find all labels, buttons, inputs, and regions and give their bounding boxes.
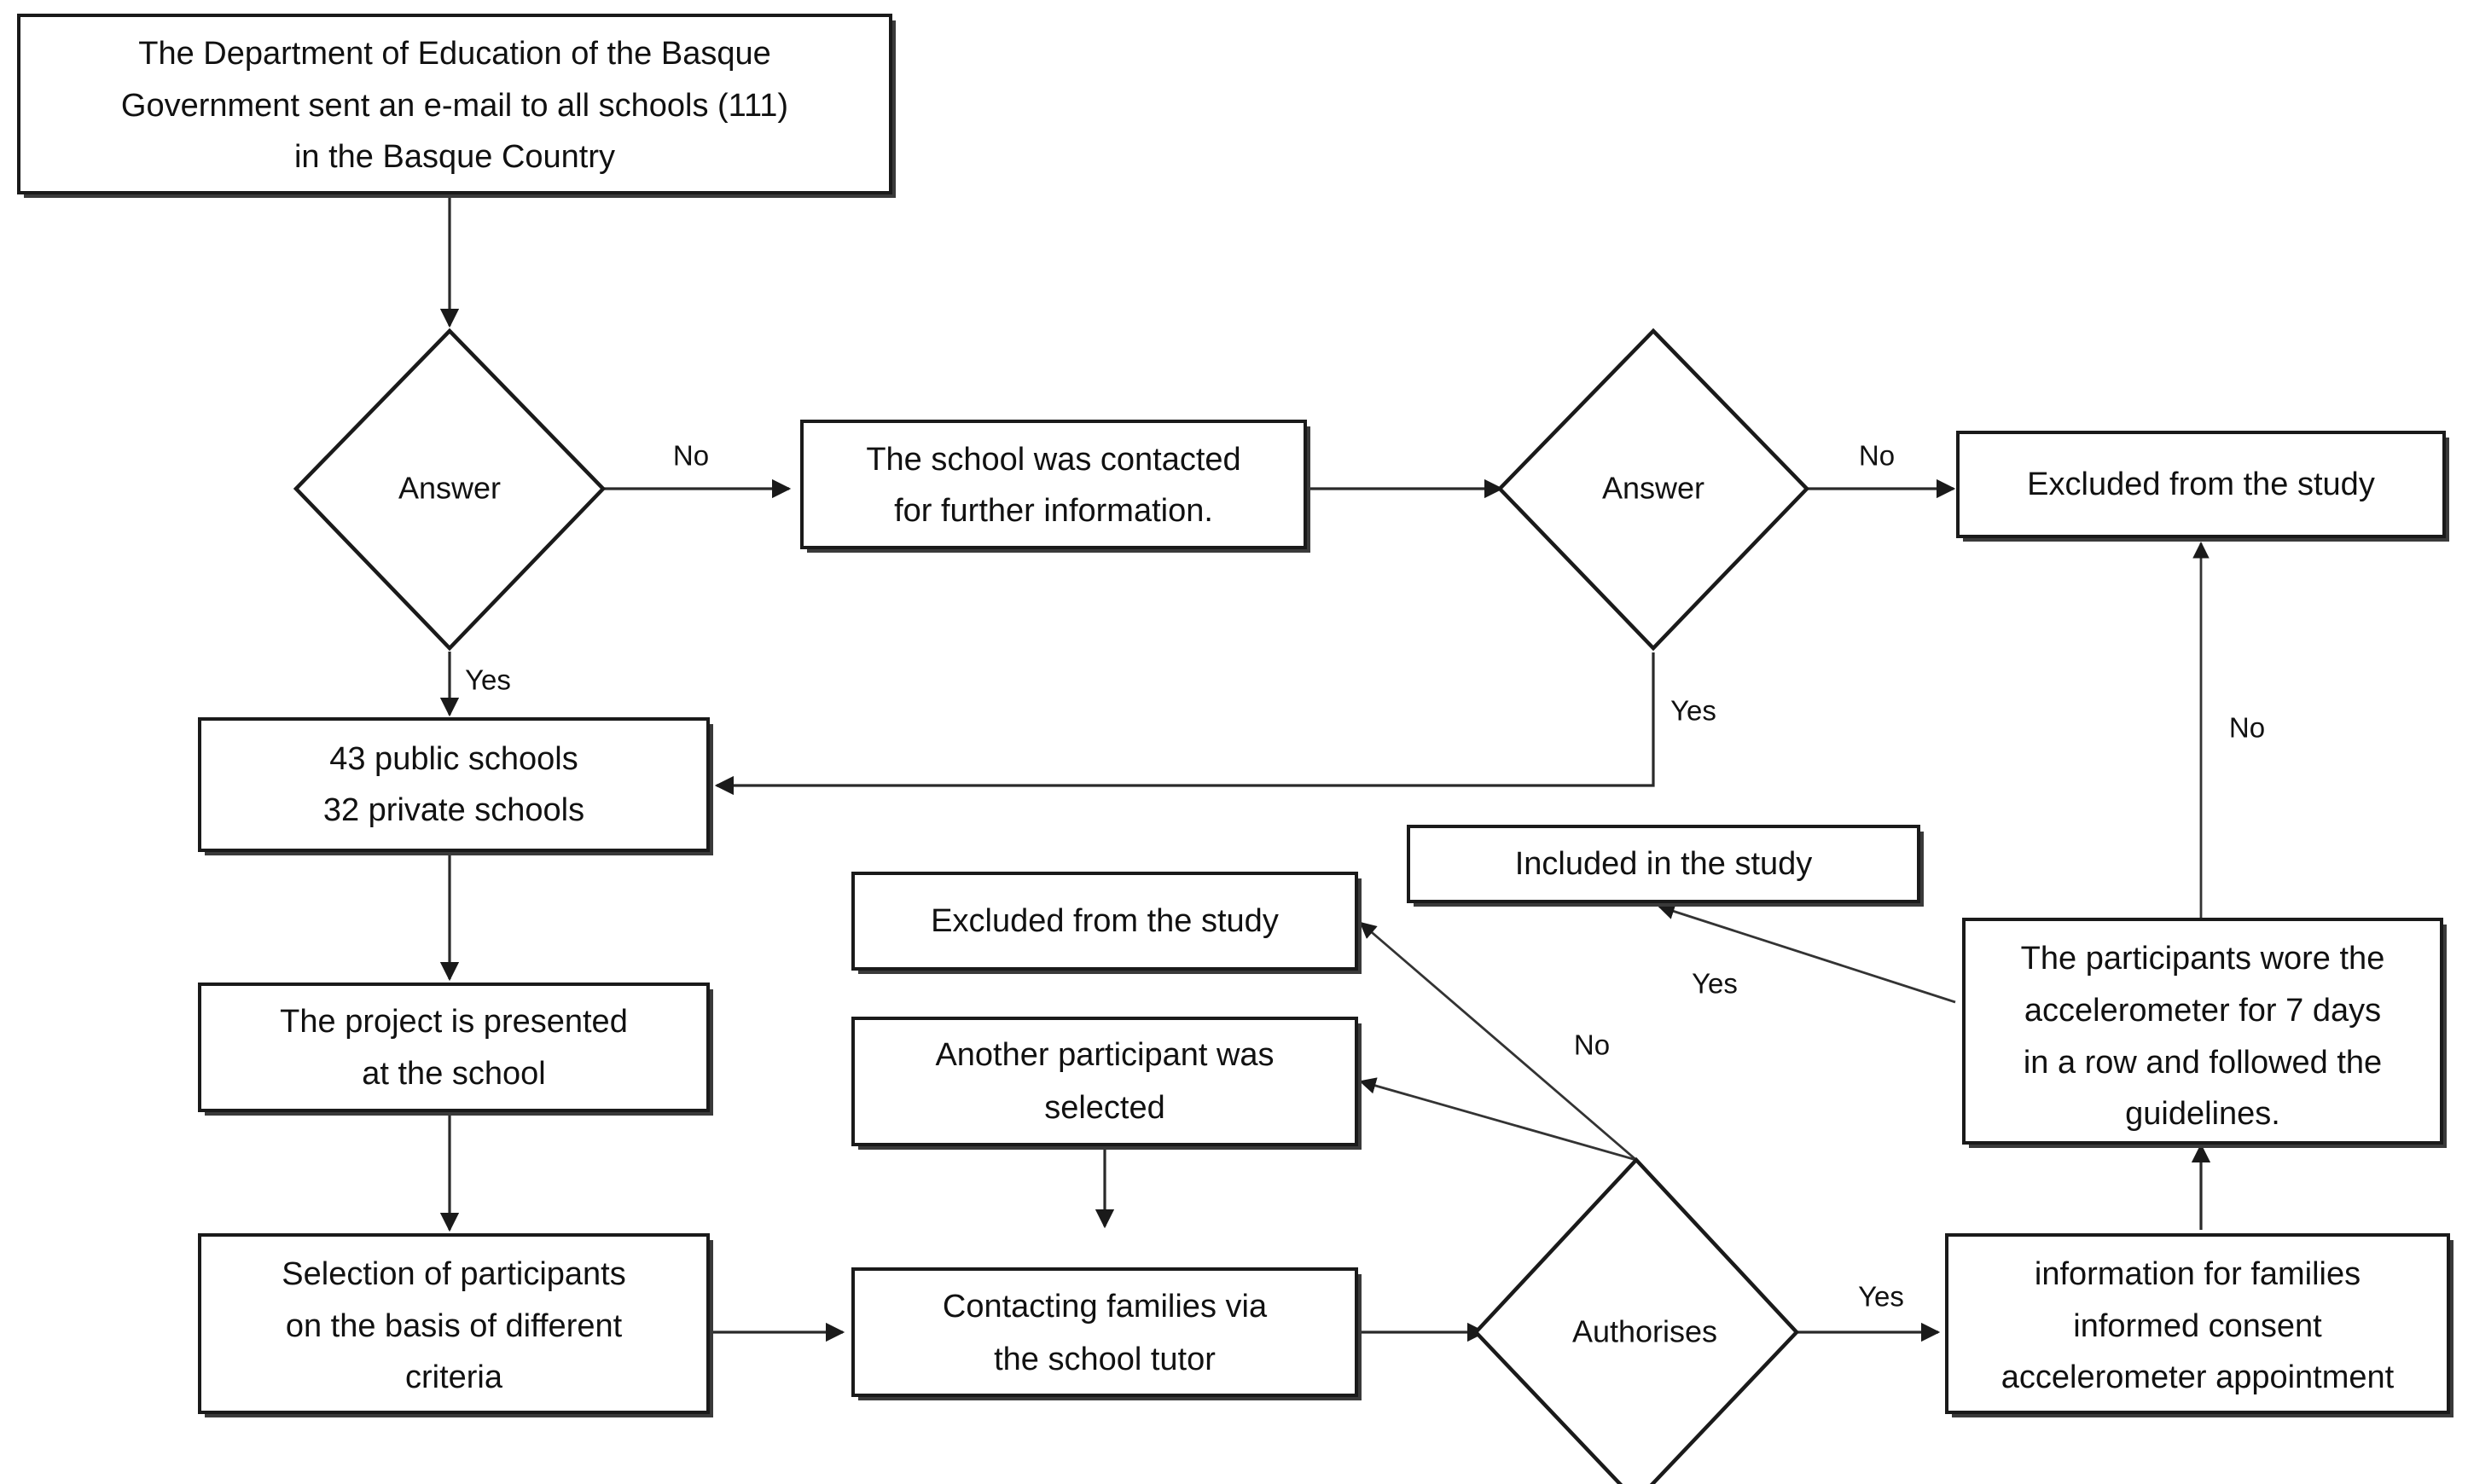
node-excluded-mid: Excluded from the study [851, 872, 1362, 974]
node-schools-count: 43 public schools 32 private schools [198, 717, 713, 855]
node-school-contacted-line-0: The school was contacted [866, 442, 1240, 478]
node-authorises: Authorises [1472, 1156, 1800, 1484]
node-participants-wore-line-3: guidelines. [2125, 1096, 2280, 1132]
edge-authorises-no [1359, 921, 1637, 1162]
node-schools-count-line-1: 32 private schools [323, 792, 584, 828]
node-info-families-line-1: informed consent [2073, 1308, 2322, 1344]
node-excluded-mid-line-0: Excluded from the study [931, 903, 1279, 939]
node-answer-1-label: Answer [398, 471, 501, 506]
node-contacting-families: Contacting families via the school tutor [851, 1267, 1362, 1400]
node-dept-email: The Department of Education of the Basqu… [17, 14, 896, 198]
edge-answer2-yes [714, 652, 1655, 796]
node-authorises-label: Authorises [1572, 1314, 1717, 1349]
node-school-contacted-line-1: for further information. [894, 493, 1213, 529]
edge-label-answer2-yes: Yes [1670, 695, 1716, 727]
node-another-participant-line-0: Another participant was [935, 1037, 1274, 1073]
node-another-participant-line-1: selected [1044, 1090, 1165, 1126]
edge-label-accelerometer-yes: Yes [1692, 968, 1738, 1000]
edge-authorises-to-another [1359, 1077, 1637, 1162]
node-school-contacted: The school was contacted for further inf… [800, 420, 1310, 553]
node-info-families-line-2: accelerometer appointment [2001, 1359, 2395, 1395]
node-dept-email-line-2: in the Basque Country [294, 139, 615, 175]
node-answer-1: Answer [293, 328, 607, 652]
node-selection-line-0: Selection of participants [282, 1256, 625, 1292]
node-excluded-top-line-0: Excluded from the study [2027, 467, 2375, 502]
edge-label-answer1-yes: Yes [465, 664, 511, 696]
node-participants-wore-line-1: accelerometer for 7 days [2024, 993, 2381, 1029]
node-schools-count-line-0: 43 public schools [329, 741, 578, 777]
node-contacting-families-line-0: Contacting families via [943, 1289, 1268, 1325]
node-another-participant: Another participant was selected [851, 1017, 1362, 1150]
node-answer-2: Answer [1496, 328, 1810, 652]
node-participants-wore-line-2: in a row and followed the [2024, 1045, 2382, 1081]
node-project-presented-line-1: at the school [362, 1056, 545, 1092]
node-excluded-top: Excluded from the study [1956, 431, 2449, 542]
node-dept-email-line-1: Government sent an e-mail to all schools… [121, 88, 788, 124]
node-project-presented: The project is presented at the school [198, 983, 713, 1116]
edge-label-authorises-no: No [1574, 1029, 1610, 1061]
node-dept-email-line-0: The Department of Education of the Basqu… [138, 36, 770, 72]
edge-label-answer1-no: No [673, 440, 709, 472]
node-included-study-line-0: Included in the study [1515, 846, 1813, 882]
node-selection-line-1: on the basis of different [286, 1308, 623, 1344]
edge-label-answer2-no: No [1859, 440, 1895, 472]
node-participants-wore: The participants wore the accelerometer … [1962, 918, 2447, 1148]
node-info-families: information for families informed consen… [1945, 1233, 2453, 1417]
node-selection-participants: Selection of participants on the basis o… [198, 1233, 713, 1417]
edge-label-participants-no: No [2229, 712, 2265, 744]
node-info-families-line-0: information for families [2035, 1256, 2361, 1292]
node-contacting-families-line-1: the school tutor [994, 1342, 1216, 1377]
node-project-presented-line-0: The project is presented [280, 1004, 628, 1040]
edge-label-authorises-yes: Yes [1858, 1281, 1904, 1313]
node-included-study: Included in the study [1407, 825, 1924, 907]
node-selection-line-2: criteria [405, 1359, 503, 1395]
edge-participants-yes [1658, 903, 1956, 1004]
node-answer-2-label: Answer [1602, 471, 1704, 506]
node-participants-wore-line-0: The participants wore the [2021, 941, 2385, 977]
